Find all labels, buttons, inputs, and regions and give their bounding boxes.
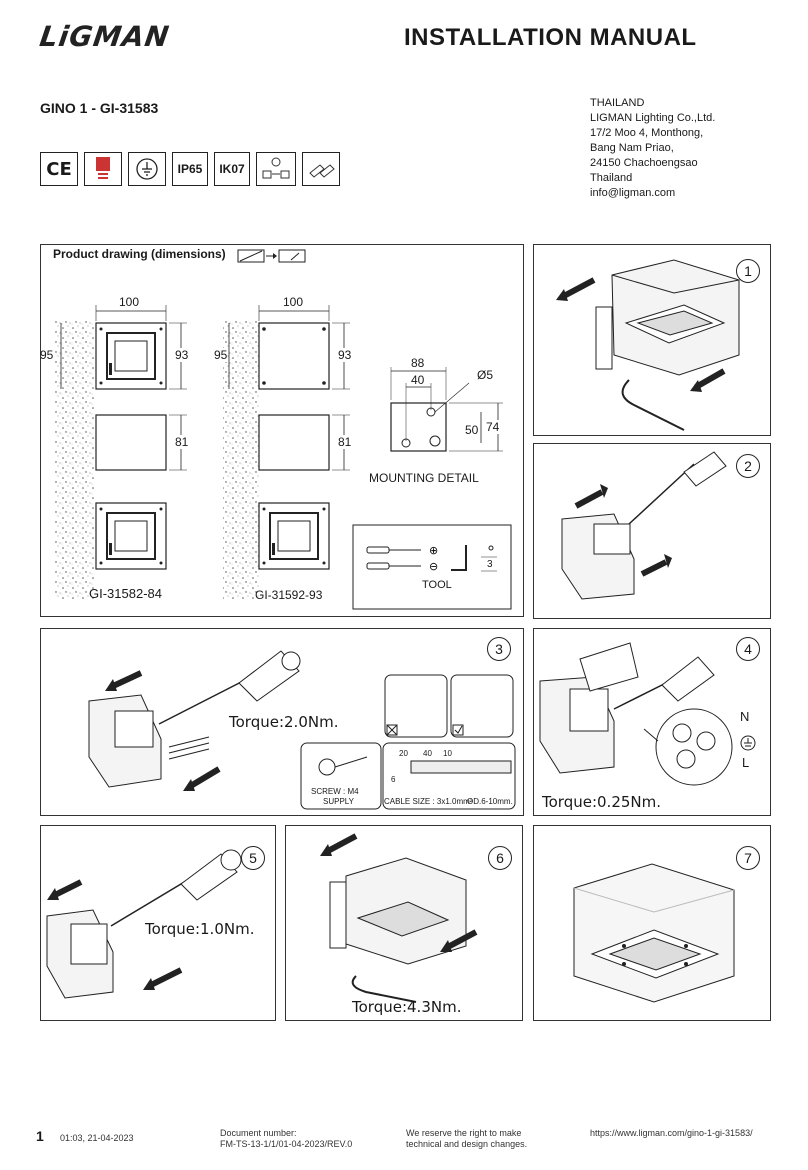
address-line: LIGMAN Lighting Co.,Ltd.: [590, 112, 716, 124]
step-4-torque: Torque:0.25Nm.: [542, 793, 662, 811]
model-label-b: GI-31592-93: [255, 588, 323, 602]
product-url-link[interactable]: https://www.ligman.com/gino-1-gi-31583/: [590, 1128, 753, 1138]
screw-size-label: SCREW : M4: [311, 787, 359, 796]
earth-ground-icon: [128, 152, 166, 186]
step-6-number: 6: [488, 846, 512, 870]
recycling-mark-icon: [84, 152, 122, 186]
reserve-line-2: technical and design changes.: [406, 1139, 528, 1149]
tool-label: TOOL: [422, 579, 452, 591]
page-title: INSTALLATION MANUAL: [404, 24, 697, 51]
driver-included-icon: [256, 152, 296, 186]
dim-mount-88: 88: [411, 356, 425, 370]
step-7-illustration: [573, 863, 735, 1003]
cable-size-label: CABLE SIZE : 3x1.0mm²: [384, 797, 473, 806]
document-number-value: FM-TS-13-1/1/01-04-2023/REV.0: [220, 1139, 353, 1149]
step-6-illustration: [320, 833, 478, 1003]
strip-length-6: 6: [391, 775, 396, 784]
dim-mount-74: 74: [486, 420, 500, 434]
step-1-illustration: [556, 259, 740, 431]
ip65-rating-icon: IP65: [172, 152, 208, 186]
document-number-label: Document number:: [220, 1128, 297, 1138]
step-3-number: 3: [487, 637, 511, 661]
strip-length-20: 20: [399, 749, 408, 758]
step-1-number: 1: [736, 259, 760, 283]
reserve-notice: We reserve the right to make technical a…: [406, 1128, 527, 1150]
page-number: 1: [36, 1128, 44, 1144]
live-label: L: [742, 755, 750, 770]
address-line: THAILAND: [590, 97, 645, 109]
supply-label: SUPPLY: [323, 797, 354, 806]
dim-depth-b: 81: [338, 435, 352, 449]
print-datetime: 01:03, 21-04-2023: [60, 1133, 134, 1143]
dim-width-b: 100: [283, 295, 304, 309]
dim-mount-50: 50: [465, 423, 479, 437]
svg-text:⊕: ⊕: [429, 544, 438, 557]
step-5-illustration: [46, 849, 242, 999]
dim-height-b2: 93: [338, 348, 352, 362]
cable-od-label: OD.6-10mm.: [467, 797, 513, 806]
product-dimension-drawing: ⊕ ⊖: [55, 305, 512, 610]
connector-icon: [302, 152, 340, 186]
step-3-illustration: [88, 650, 516, 810]
address-line: 24150 Chachoengsao: [590, 157, 698, 169]
step-4-number: 4: [736, 637, 760, 661]
step-4-panel: 4 N L Torque:0.25Nm.: [533, 628, 771, 816]
step-5-panel: 5 Torque:1.0Nm.: [40, 825, 276, 1021]
step-2-number: 2: [736, 454, 760, 478]
address-email: info@ligman.com: [590, 187, 676, 199]
step-2-panel: 2: [533, 443, 771, 619]
dim-depth-a: 81: [175, 435, 189, 449]
neutral-label: N: [740, 709, 750, 724]
dim-mount-40: 40: [411, 373, 425, 387]
dim-height-a2: 93: [175, 348, 189, 362]
dim-width-a: 100: [119, 295, 140, 309]
tool-size: 3: [487, 559, 493, 570]
step-3-torque: Torque:2.0Nm.: [229, 713, 339, 731]
step-6-panel: 6 Torque:4.3Nm.: [285, 825, 523, 1021]
step-6-torque: Torque:4.3Nm.: [352, 998, 462, 1016]
address-line: Bang Nam Priao,: [590, 142, 674, 154]
ce-mark-icon: CE: [40, 152, 78, 186]
model-name: GINO 1 - GI-31583: [40, 100, 159, 116]
product-drawing-panel: Product drawing (dimensions): [40, 244, 524, 617]
model-label-a: GI-31582-84: [89, 586, 162, 601]
step-7-panel: 7: [533, 825, 771, 1021]
dim-height-a: 95: [40, 348, 54, 362]
ik07-rating-icon: IK07: [214, 152, 250, 186]
step-2-illustration: [561, 451, 727, 600]
strip-length-10: 10: [443, 749, 452, 758]
step-4-illustration: [539, 642, 756, 786]
document-number: Document number: FM-TS-13-1/1/01-04-2023…: [220, 1128, 352, 1150]
step-3-panel: 3 Torque:2.0Nm. SCREW : M4 SUPPLY 20 40 …: [40, 628, 524, 816]
svg-text:⊖: ⊖: [429, 560, 438, 573]
drawing-symbol-icon: [237, 249, 306, 263]
step-5-number: 5: [241, 846, 265, 870]
company-address: THAILAND LIGMAN Lighting Co.,Ltd. 17/2 M…: [590, 96, 715, 201]
ligman-logo: LiGMAN: [37, 20, 172, 53]
product-drawing-title: Product drawing (dimensions): [53, 247, 226, 261]
step-1-panel: 1: [533, 244, 771, 436]
strip-length-40: 40: [423, 749, 432, 758]
step-5-torque: Torque:1.0Nm.: [145, 920, 255, 938]
reserve-line-1: We reserve the right to make: [406, 1128, 522, 1138]
step-7-number: 7: [736, 846, 760, 870]
address-line: Thailand: [590, 172, 633, 184]
dim-height-b: 95: [214, 348, 228, 362]
mounting-detail-label: MOUNTING DETAIL: [369, 471, 479, 485]
address-line: 17/2 Moo 4, Monthong,: [590, 127, 704, 139]
dim-mount-dia: Ø5: [477, 368, 494, 382]
